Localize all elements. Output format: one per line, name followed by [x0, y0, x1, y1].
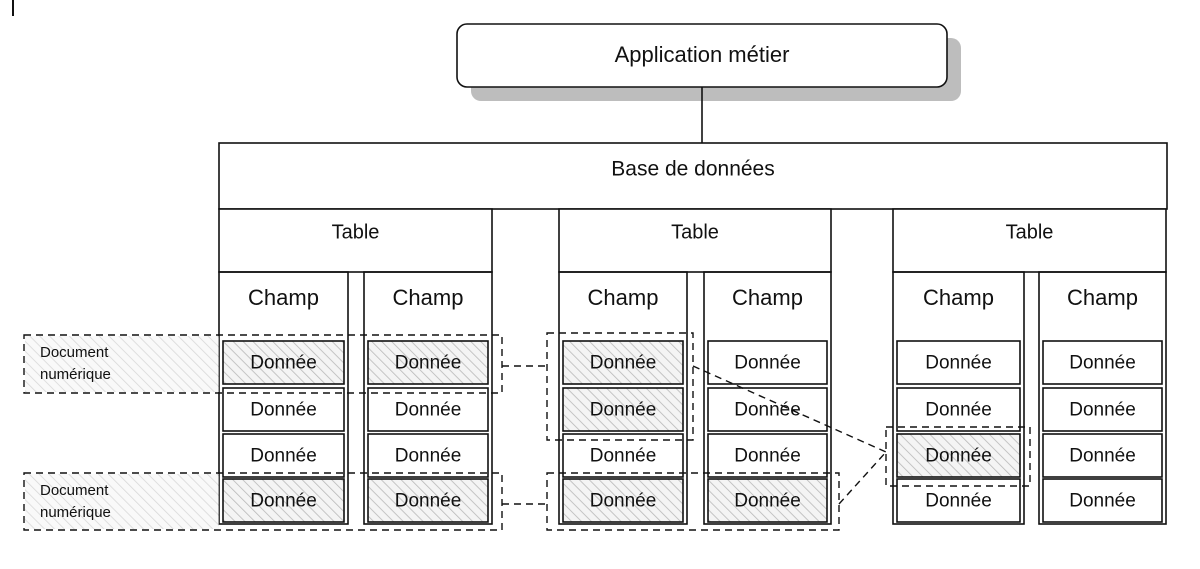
table-1-field-2-value-1: Donnée	[395, 353, 462, 374]
table-3-field-1-header: Champ	[923, 285, 994, 310]
table-2-field-1-value-4: Donnée	[590, 491, 657, 512]
group-table-2-column-1-top	[546, 332, 694, 441]
table-1-field-2-value-3: Donnée	[395, 446, 462, 467]
table-3-field-2-cell-4	[1042, 478, 1163, 523]
table-1-field-1-cell-2	[222, 387, 345, 432]
document-1-label-line2: numérique	[40, 366, 111, 383]
document-2-label-line1: Document	[40, 482, 109, 499]
table-2-field-1-cell-1-highlighted	[562, 340, 684, 385]
document-1-label-line1: Document	[40, 344, 109, 361]
table-1-field-1-value-1: Donnée	[250, 353, 317, 374]
table-3-field-2-cell-3	[1042, 433, 1163, 478]
table-2-field-2-column	[703, 271, 832, 525]
table-2-field-2-cell-3	[707, 433, 828, 478]
table-2-field-2-value-2: Donnée	[734, 400, 801, 421]
table-3-field-1-cell-2	[896, 387, 1021, 432]
table-2-field-1-value-1: Donnée	[590, 353, 657, 374]
table-1-field-2-value-2: Donnée	[395, 400, 462, 421]
table-1-field-1-header: Champ	[248, 285, 319, 310]
table-1-field-2-column	[363, 271, 493, 525]
table-1-field-1-value-4: Donnée	[250, 491, 317, 512]
table-1-field-1-value-3: Donnée	[250, 446, 317, 467]
table-2-field-2-cell-2	[707, 387, 828, 432]
table-1-field-1-value-2: Donnée	[250, 400, 317, 421]
document-1-hatch	[25, 336, 219, 392]
table-1-field-2-cell-2	[367, 387, 489, 432]
document-2-hatch	[25, 474, 219, 529]
table-2-field-1-cell-3	[562, 433, 684, 478]
table-1-field-1-cell-1-highlighted	[222, 340, 345, 385]
table-2-title: Table	[671, 221, 719, 243]
table-3-field-1-cell-3-highlighted	[896, 433, 1021, 478]
table-3-field-2-value-1: Donnée	[1069, 353, 1136, 374]
table-2-field-2-value-3: Donnée	[734, 446, 801, 467]
table-3-field-1-value-4: Donnée	[925, 491, 992, 512]
table-1-field-1-cell-4-highlighted	[222, 478, 345, 523]
table-1-field-1-cell-3	[222, 433, 345, 478]
table-2-field-2-header: Champ	[732, 285, 803, 310]
table-3-title-box	[892, 208, 1167, 273]
table-3-field-1-value-3: Donnée	[925, 446, 992, 467]
link-table-2-bottom-to-table-3	[838, 451, 887, 505]
table-2-title-box	[558, 208, 832, 273]
database-label: Base de données	[611, 158, 774, 181]
table-2-field-1-value-2: Donnée	[590, 400, 657, 421]
table-3-field-2-column	[1038, 271, 1167, 525]
document-2-label-line2: numérique	[40, 504, 111, 521]
edge-mark	[12, 0, 14, 16]
table-1-field-2-cell-1-highlighted	[367, 340, 489, 385]
table-3-field-2-header: Champ	[1067, 285, 1138, 310]
table-2-field-2-cell-4-highlighted	[707, 478, 828, 523]
table-1-field-2-cell-3	[367, 433, 489, 478]
app-label: Application métier	[615, 42, 790, 67]
table-1-field-1-column	[218, 271, 349, 525]
table-2-field-2-value-1: Donnée	[734, 353, 801, 374]
table-2-field-1-value-3: Donnée	[590, 446, 657, 467]
table-2-field-1-cell-2-highlighted	[562, 387, 684, 432]
table-2-field-1-column	[558, 271, 688, 525]
table-3-field-1-cell-1	[896, 340, 1021, 385]
table-3-field-1-value-1: Donnée	[925, 353, 992, 374]
table-3-field-2-value-4: Donnée	[1069, 491, 1136, 512]
group-table-2-bottom-row	[546, 472, 840, 531]
document-2-group	[23, 472, 503, 531]
table-1-title-box	[218, 208, 493, 273]
document-1-group	[23, 334, 503, 394]
table-2-field-2-value-4: Donnée	[734, 491, 801, 512]
table-1-field-2-cell-4-highlighted	[367, 478, 489, 523]
table-1-field-2-header: Champ	[393, 285, 464, 310]
table-3-field-2-cell-2	[1042, 387, 1163, 432]
table-3-field-1-column	[892, 271, 1025, 525]
table-3-field-2-value-2: Donnée	[1069, 400, 1136, 421]
table-3-field-2-value-3: Donnée	[1069, 446, 1136, 467]
table-1-field-2-value-4: Donnée	[395, 491, 462, 512]
table-3-title: Table	[1006, 221, 1054, 243]
table-1-title: Table	[332, 221, 380, 243]
table-3-field-1-value-2: Donnée	[925, 400, 992, 421]
table-3-field-2-cell-1	[1042, 340, 1163, 385]
table-2-field-1-cell-4-highlighted	[562, 478, 684, 523]
group-table-3-cell	[885, 426, 1031, 487]
table-2-field-2-cell-1	[707, 340, 828, 385]
table-2-field-1-header: Champ	[588, 285, 659, 310]
